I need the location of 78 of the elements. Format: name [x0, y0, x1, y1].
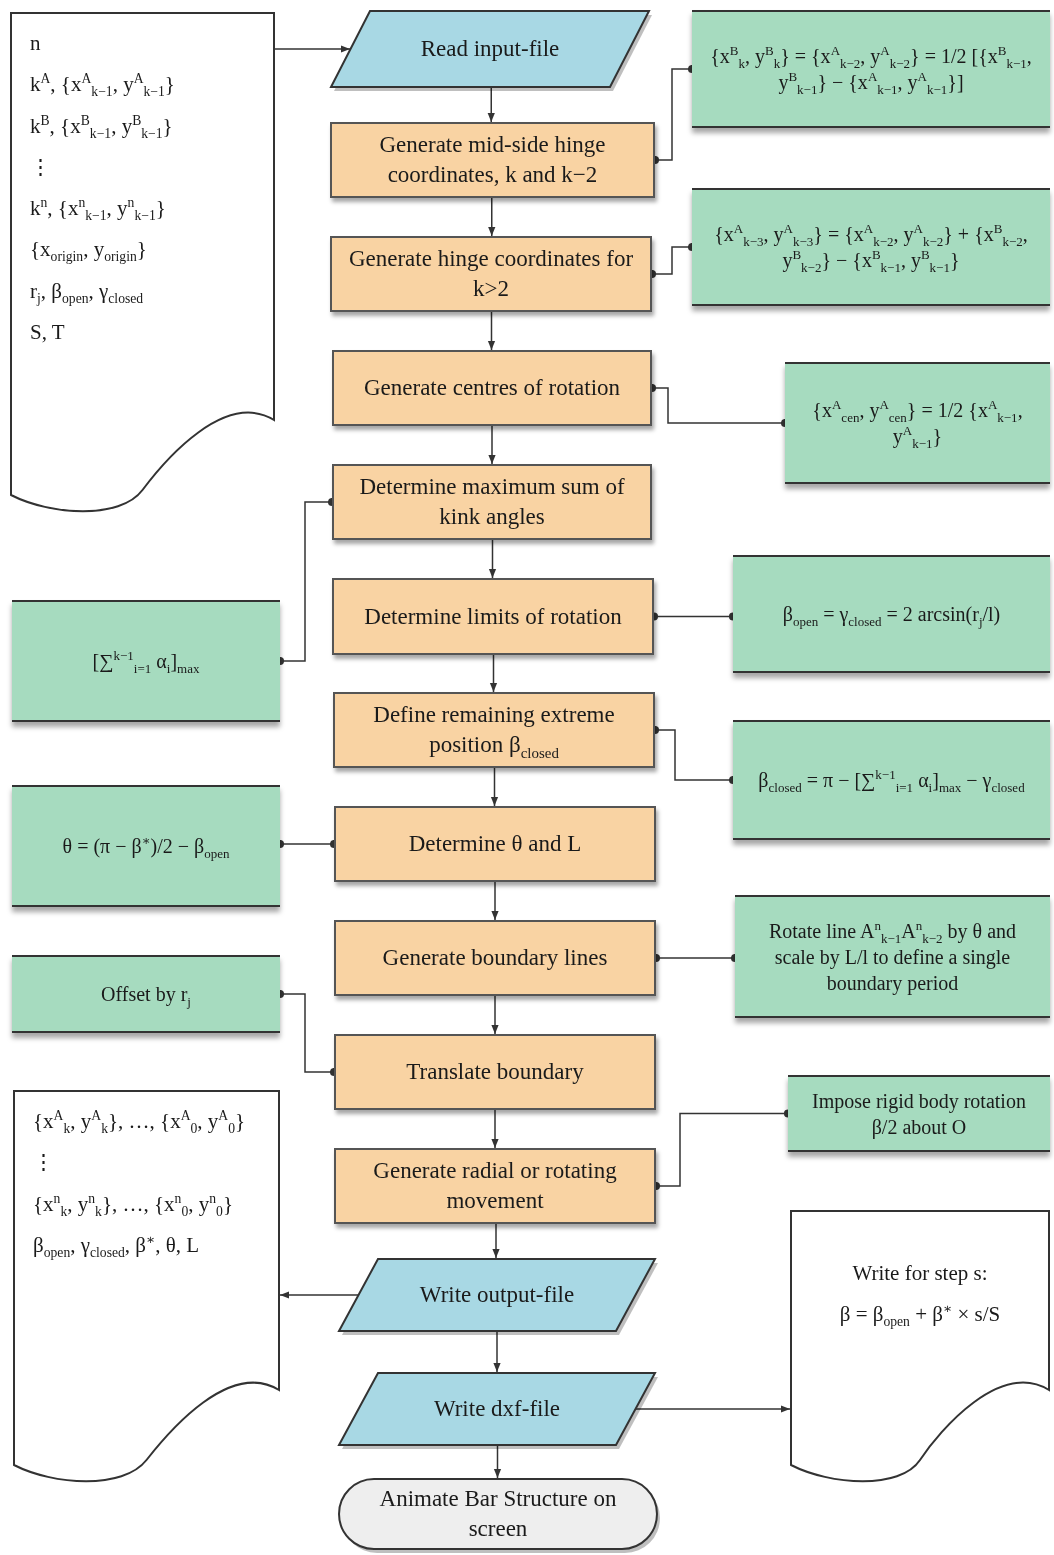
process-box — [334, 920, 656, 996]
data-line: ⋮ — [33, 1149, 54, 1177]
arrow — [274, 45, 351, 53]
arrow — [488, 197, 496, 237]
terminator-shape — [338, 1478, 658, 1550]
formula-box — [735, 895, 1050, 1018]
data-line: k$^{B}$, {x$^{B}$$_{k−1}$, y$^{B}$$_{k−1}$} — [30, 112, 173, 140]
arrow — [491, 881, 499, 921]
formula: θ = (π − β$^{∗}$)/2 − β$_{open}$ — [62, 833, 230, 859]
formula: β$_{open}$ = γ$_{closed}$ = 2 arcsin(r$_{j}$/l) — [782, 602, 1001, 627]
arrow — [493, 1331, 501, 1373]
formula: Rotate line A$^{n}$$_{k−1}$A$^{n}$$_{k−2}$ by θ and scale by L/l to define a single boundary period — [767, 917, 1018, 996]
formula: β$_{closed}$ = π − [∑$^{k−1}$$_{i=1}$ α$_{i}$]$_{max}$ − γ$_{closed}$ — [758, 767, 1025, 793]
step-label: Write output-file — [419, 1281, 575, 1310]
arrow — [635, 1405, 791, 1413]
formula: Offset by r$_{j}$ — [101, 982, 191, 1007]
step-label: Read input-file — [420, 35, 560, 64]
step-label: Write dxf-file — [433, 1395, 561, 1424]
step-label: Generate radial or rotating movement — [372, 1157, 618, 1215]
step-label: Determine limits of rotation — [364, 602, 622, 631]
data-line: {x$^{A}$$_{k}$, y$^{A}$$_{k}$}, …, {x$^{A}$$_{0}$, y$^{A}$$_{0}$} — [33, 1108, 246, 1136]
data-line: Write for step s: — [852, 1260, 988, 1287]
arrow — [488, 539, 497, 579]
arrow — [489, 654, 498, 693]
data-line: S, T — [30, 319, 65, 347]
formula: {x$^{A}$$_{k−3}$, y$^{A}$$_{k−3}$} = {x$^{A}$$_{k−2}$, y$^{A}$$_{k−2}$} + {x$^{B}$$_{k−2}$, y$^{B}$$_{k−2}$} − {x$^{B}$$_{k−1}$, y$^{B}$$_{k−1}$} — [713, 221, 1029, 273]
arrow — [488, 425, 496, 465]
data-line: {x$^{n}$$_{k}$, y$^{n}$$_{k}$}, …, {x$^{n}$$_{0}$, y$^{n}$$_{0}$} — [33, 1190, 233, 1218]
formula-box — [12, 785, 280, 907]
data-line: k$^{n}$, {x$^{n}$$_{k−1}$, y$^{n}$$_{k−1}$} — [30, 195, 166, 223]
formula-box — [692, 10, 1050, 128]
arrow — [487, 87, 495, 123]
step-label: Generate hinge coordinates for k>2 — [347, 245, 635, 303]
step-label: Generate centres of rotation — [363, 374, 621, 403]
process-box — [333, 692, 655, 768]
process-box — [334, 1034, 656, 1110]
step-label: Generate mid-side hinge coordinates, k and k−2 — [378, 131, 607, 189]
data-line: k$^{A}$, {x$^{A}$$_{k−1}$, y$^{A}$$_{k−1}$} — [30, 71, 175, 99]
process-box — [332, 464, 652, 540]
arrow — [493, 1445, 502, 1479]
step-label: Generate boundary lines — [382, 944, 608, 973]
formula: [∑$^{k−1}$$_{i=1}$ α$_{i}$]$_{max}$ — [92, 648, 200, 674]
process-box — [332, 350, 652, 426]
arrow — [491, 1109, 499, 1149]
input-output-parallelogram — [338, 1258, 656, 1332]
formula-box — [788, 1075, 1050, 1152]
formula-box — [785, 362, 1050, 484]
process-box — [330, 122, 655, 198]
process-box — [330, 236, 652, 312]
formula: {x$^{A}$$_{cen}$, y$^{A}$$_{cen}$} = 1/2 {x$^{A}$$_{k−1}$, y$^{A}$$_{k−1}$} — [811, 397, 1024, 449]
formula-box — [692, 188, 1050, 306]
step-label: Translate boundary — [406, 1058, 584, 1087]
formula-box — [733, 720, 1050, 840]
data-line: β = β$_{open}$ + β$^{∗}$ × s/S — [839, 1301, 1001, 1329]
arrow — [279, 1291, 359, 1299]
process-box — [332, 578, 654, 655]
formula: {x$^{B}$$_{k}$, y$^{B}$$_{k}$} = {x$^{A}$$_{k−2}$, y$^{A}$$_{k−2}$} = 1/2 [{x$^{B}$$_{k−1}$, y$^{B}$$_{k−1}$} − {x$^{A}$$_{k−1}$, y$^{A}$$_{k−1}$}] — [709, 43, 1033, 95]
data-line: {x$_{origin}$, y$_{origin}$} — [30, 236, 147, 264]
input-output-parallelogram — [338, 1372, 656, 1446]
formula-box — [733, 555, 1050, 673]
step-label: Define remaining extreme position β$_{closed}$ — [372, 701, 616, 760]
step-label: Determine maximum sum of kink angles — [358, 473, 626, 531]
arrow — [492, 1223, 500, 1259]
formula-box — [12, 955, 280, 1033]
data-line: ⋮ — [30, 153, 51, 181]
data-line: n — [30, 30, 41, 57]
formula-box — [12, 600, 280, 722]
input-output-parallelogram — [330, 10, 650, 88]
arrow — [491, 995, 499, 1035]
data-line: β$_{open}$, γ$_{closed}$, β$^{∗}$, θ, L — [33, 1231, 200, 1260]
arrow — [490, 767, 499, 807]
step-label: Determine θ and L — [408, 830, 582, 859]
process-box — [334, 806, 656, 882]
data-line: r$_{j}$, β$_{open}$, γ$_{closed}$ — [30, 277, 144, 306]
formula: Impose rigid body rotation β/2 about O — [811, 1088, 1027, 1140]
arrow — [487, 311, 496, 351]
process-box — [334, 1148, 656, 1224]
step-label: Animate Bar Structure on screen — [378, 1485, 618, 1543]
